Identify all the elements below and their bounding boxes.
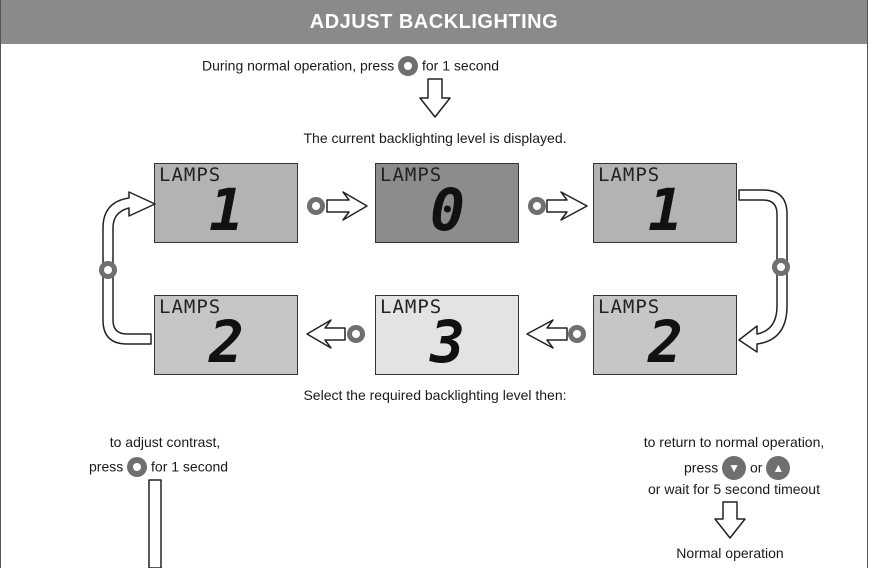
select-button-icon	[398, 56, 419, 76]
down-arrow-icon	[714, 501, 746, 539]
lcd-value: 0	[430, 176, 465, 244]
lcd-label: LAMPS	[598, 164, 661, 186]
normal-operation-text: Normal operation	[676, 545, 784, 561]
return-arrow-icon	[102, 191, 156, 345]
timeout-text: or wait for 5 second timeout	[648, 481, 820, 497]
lcd-label: LAMPS	[380, 164, 443, 186]
left-arrow-icon	[306, 319, 346, 349]
select-button-icon	[528, 197, 546, 215]
press-text: press	[89, 458, 124, 475]
right-arrow-icon	[546, 191, 588, 221]
lcd-display: LAMPS 1	[154, 163, 298, 243]
step1-after: for 1 second	[422, 57, 500, 74]
lcd-value: 3	[430, 308, 465, 376]
lcd-value: 2	[209, 308, 244, 376]
down-arrow-icon	[419, 78, 451, 118]
adjust-contrast-text: to adjust contrast,	[109, 434, 221, 450]
step1-before: During normal operation, press	[202, 57, 395, 74]
header-title: ADJUST BACKLIGHTING	[1, 0, 867, 44]
select-button-icon	[99, 261, 117, 279]
lcd-label: LAMPS	[159, 296, 222, 318]
select-button-icon	[127, 457, 148, 477]
left-arrow-icon	[526, 319, 568, 349]
lcd-display: LAMPS 2	[154, 295, 298, 375]
lcd-label: LAMPS	[159, 164, 222, 186]
up-button-icon: ▲	[766, 456, 791, 480]
select-level-text: Select the required backlighting level t…	[303, 387, 567, 403]
lcd-display: LAMPS 1	[593, 163, 737, 243]
contrast-connector	[148, 479, 162, 568]
lcd-label: LAMPS	[380, 296, 443, 318]
contrast-after-text: for 1 second	[151, 458, 229, 475]
lcd-display: LAMPS 2	[593, 295, 737, 375]
return-normal-press-line: press ▼ or ▲	[684, 456, 791, 481]
lcd-value: 2	[648, 308, 683, 376]
right-arrow-icon	[326, 191, 368, 221]
press-text: press	[684, 459, 719, 476]
down-button-icon: ▼	[722, 456, 747, 480]
adjust-contrast-press-line: press for 1 second	[89, 457, 229, 478]
lcd-value: 1	[209, 176, 244, 244]
select-button-icon	[568, 325, 586, 343]
lcd-label: LAMPS	[598, 296, 661, 318]
step1-line: During normal operation, press for 1 sec…	[202, 56, 500, 77]
select-button-icon	[347, 325, 365, 343]
return-normal-text: to return to normal operation,	[643, 434, 825, 450]
select-button-icon	[772, 258, 790, 276]
lcd-display: LAMPS 0	[375, 163, 519, 243]
select-button-icon	[307, 197, 325, 215]
current-level-text: The current backlighting level is displa…	[303, 130, 567, 146]
or-text: or	[750, 459, 763, 476]
lcd-value: 1	[648, 176, 683, 244]
lcd-display: LAMPS 3	[375, 295, 519, 375]
